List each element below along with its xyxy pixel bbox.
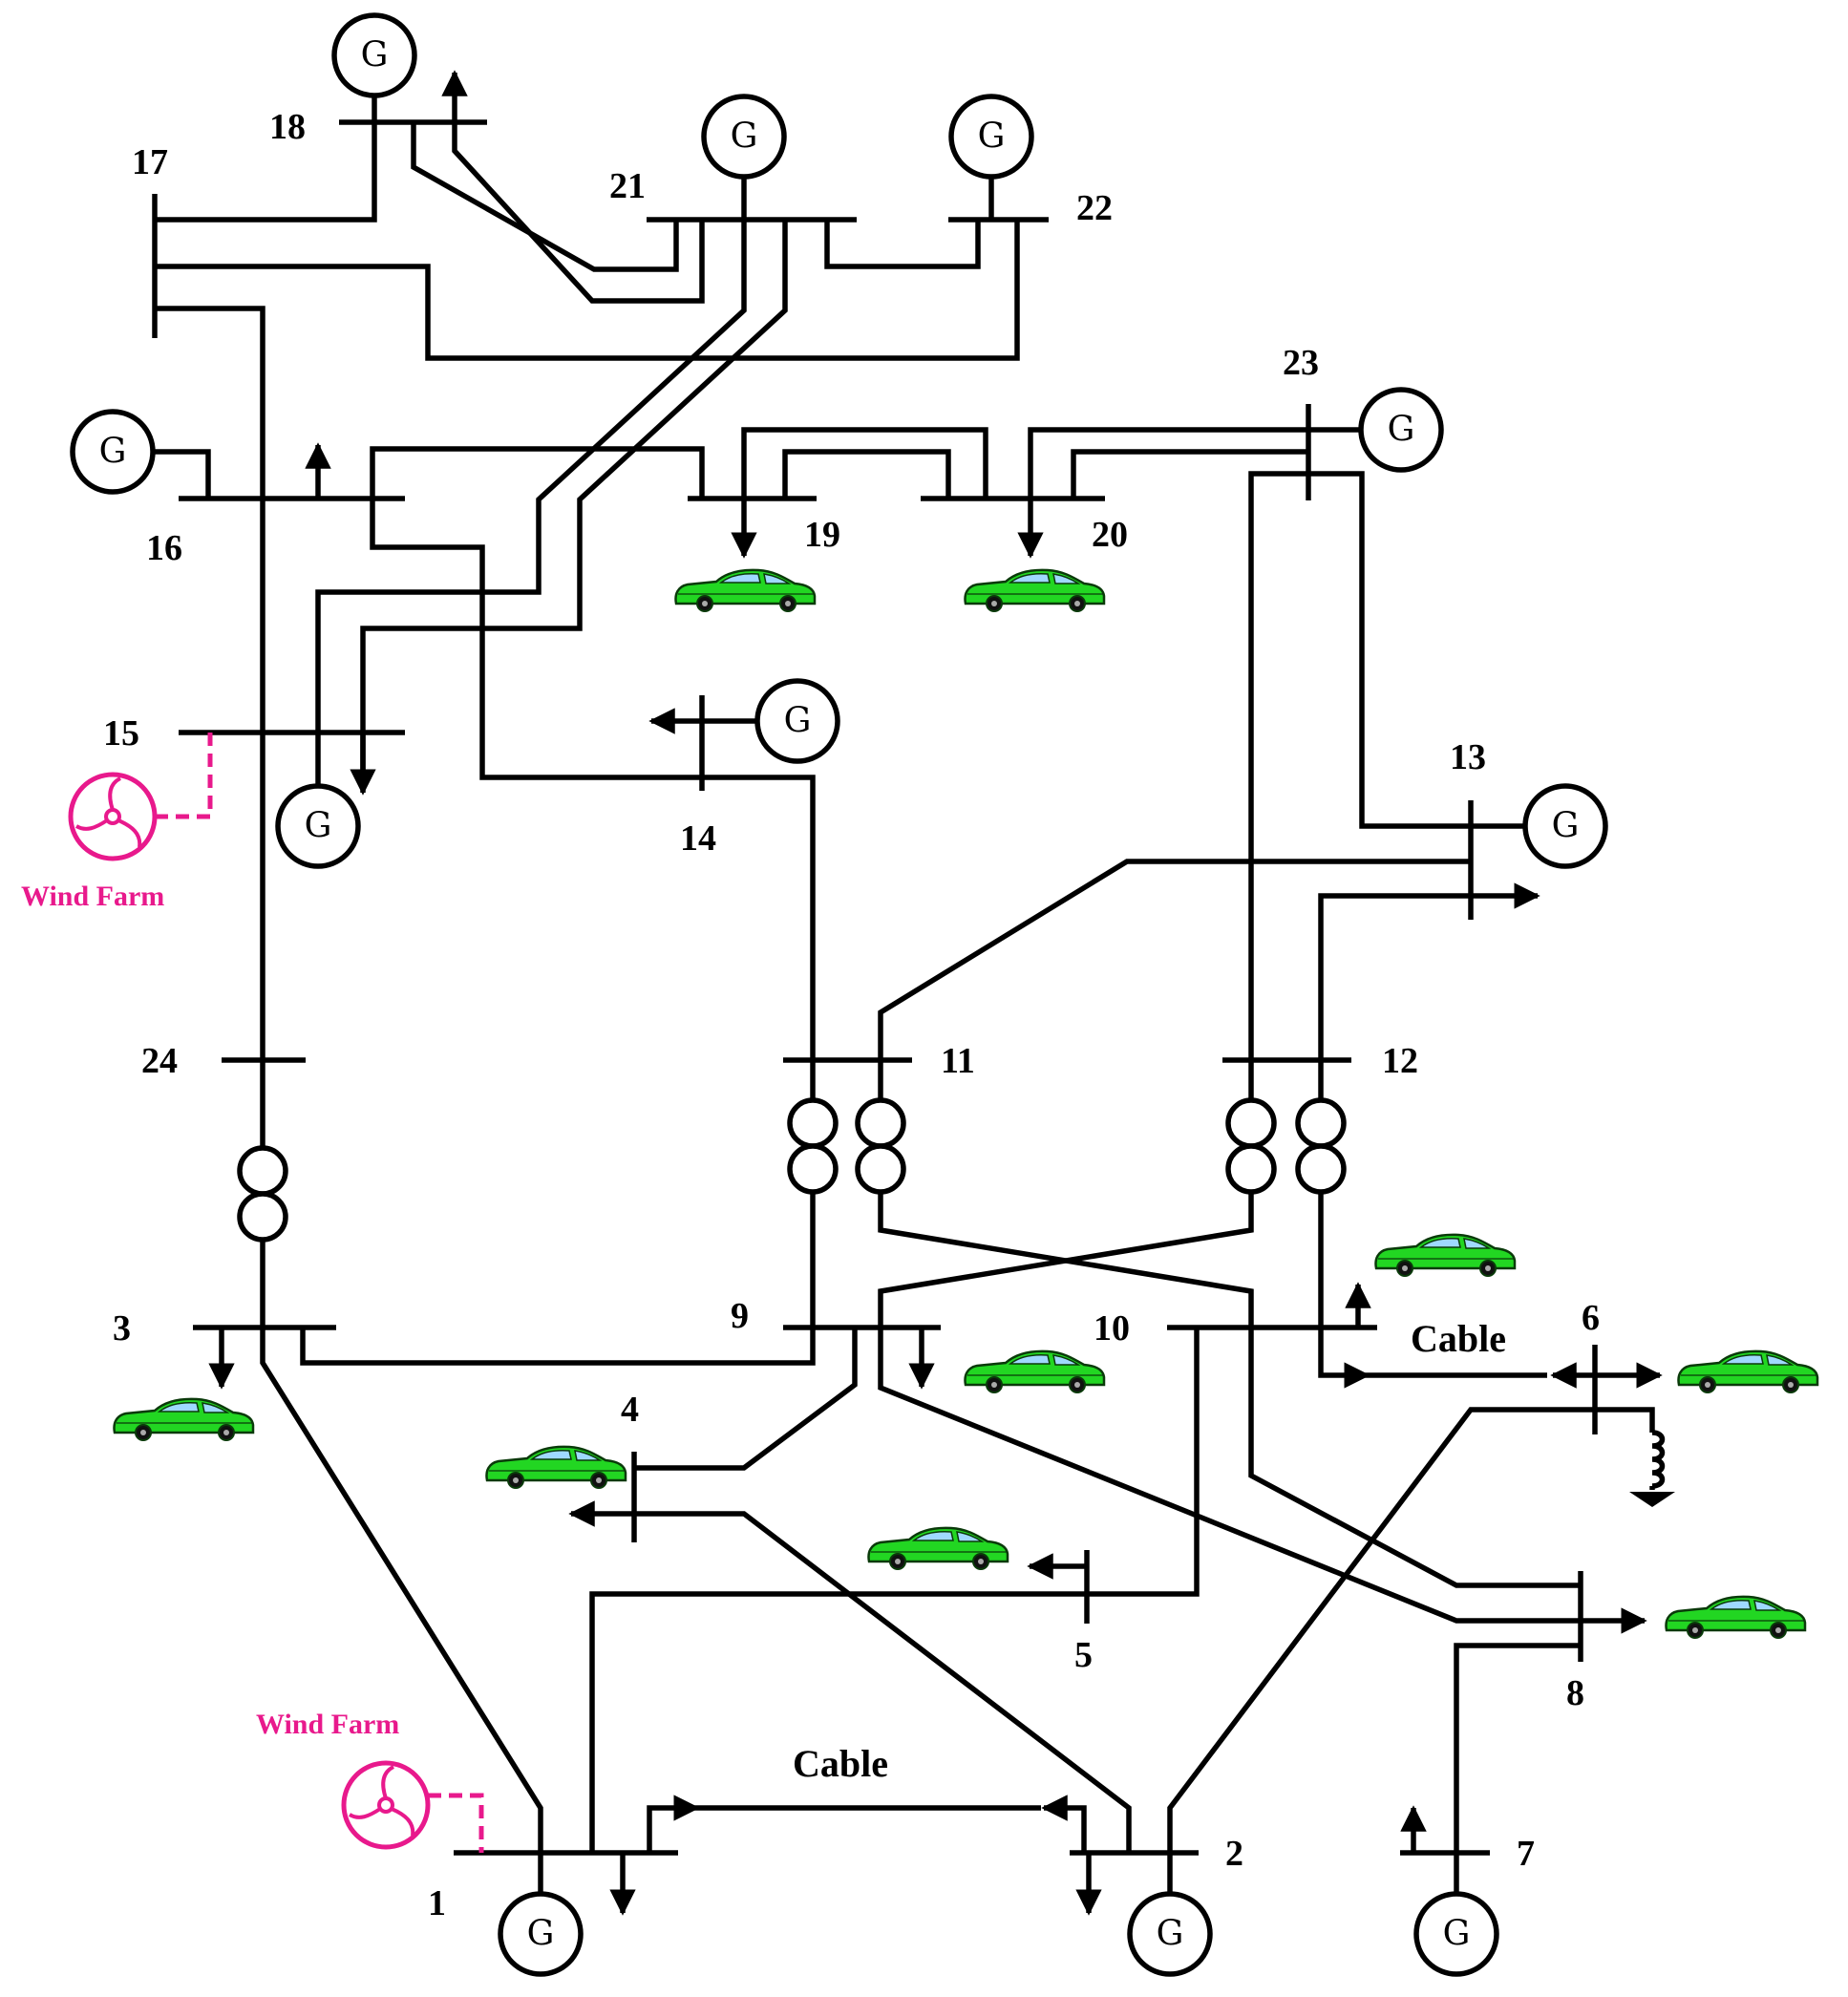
bus-label-20: 20 — [1092, 515, 1128, 555]
bus-label-23: 23 — [1283, 343, 1319, 383]
electric-vehicle-icon — [113, 1397, 255, 1442]
svg-text:G: G — [305, 807, 332, 846]
generator-icon: G — [498, 1853, 584, 1977]
electric-vehicle-icon — [964, 1349, 1106, 1394]
cable-label: Cable — [1411, 1317, 1506, 1360]
electric-vehicle-icon — [485, 1445, 627, 1490]
bus-label-18: 18 — [269, 107, 306, 147]
svg-text:G: G — [731, 117, 758, 157]
svg-text:G: G — [784, 702, 812, 741]
svg-text:G: G — [361, 36, 389, 75]
generator-icon: G — [948, 94, 1034, 220]
bus-label-9: 9 — [731, 1296, 749, 1336]
transformer-icon — [240, 1148, 286, 1240]
shunt-reactor-icon — [1595, 1407, 1675, 1507]
wind-turbine-icon — [344, 1763, 428, 1847]
generator-icon: G — [70, 409, 211, 499]
generator-icon: G — [1413, 1853, 1499, 1977]
svg-text:G: G — [1443, 1915, 1471, 1954]
load-arrows — [208, 70, 1663, 1916]
wind-farm-label: Wind Farm — [21, 881, 164, 912]
electric-vehicle-icon — [964, 568, 1106, 613]
generator-icon: G — [701, 94, 787, 220]
bus-labels: 1 2 3 4 5 6 7 8 9 10 11 12 13 14 15 16 1… — [103, 107, 1600, 1923]
transformer-icon — [858, 1100, 903, 1192]
generator-icon: G — [275, 783, 361, 869]
svg-text:G: G — [527, 1915, 555, 1954]
bus-label-1: 1 — [428, 1883, 446, 1923]
electric-vehicle-icon — [674, 568, 817, 613]
bus-label-10: 10 — [1094, 1308, 1130, 1349]
generator-icon: G — [1127, 1853, 1213, 1977]
cable-label: Cable — [793, 1742, 888, 1785]
wind-farm-15: Wind Farm — [21, 733, 213, 912]
wind-turbine-icon — [71, 775, 155, 859]
svg-text:G: G — [99, 433, 127, 472]
generator-icon: G — [1308, 387, 1444, 473]
svg-text:G: G — [1388, 411, 1415, 450]
bus-label-21: 21 — [609, 166, 646, 206]
bus-label-5: 5 — [1074, 1635, 1093, 1675]
transformer-icon — [1298, 1100, 1344, 1192]
bus-label-3: 3 — [113, 1308, 131, 1349]
bus-label-13: 13 — [1450, 737, 1486, 777]
electric-vehicle-icon — [1374, 1233, 1517, 1278]
bus-label-19: 19 — [804, 515, 840, 555]
bus-bars — [152, 119, 1598, 1856]
electric-vehicle-icon — [1677, 1349, 1819, 1394]
svg-text:G: G — [978, 117, 1006, 157]
generator-icon: G — [1471, 783, 1608, 869]
bus-label-24: 24 — [141, 1041, 178, 1081]
electric-vehicle-icon — [867, 1526, 1009, 1571]
transformer-icon — [790, 1100, 836, 1192]
transformers — [240, 1100, 1344, 1240]
bus-label-11: 11 — [941, 1041, 975, 1081]
bus-label-15: 15 — [103, 713, 139, 754]
generator-icon: G — [331, 12, 417, 122]
bus-label-14: 14 — [680, 818, 716, 859]
wind-farm-1: Wind Farm — [256, 1709, 484, 1853]
svg-text:G: G — [1552, 807, 1580, 846]
generators: G G G G G G G — [70, 12, 1608, 1977]
bus-label-12: 12 — [1382, 1041, 1418, 1081]
bus-label-2: 2 — [1225, 1834, 1243, 1874]
transformer-icon — [1228, 1100, 1274, 1192]
electric-vehicle-icon — [1665, 1595, 1807, 1640]
transmission-lines — [155, 122, 1595, 1853]
bus-label-16: 16 — [146, 528, 182, 568]
wind-farm-label: Wind Farm — [256, 1709, 399, 1740]
svg-text:G: G — [1157, 1915, 1184, 1954]
bus-label-8: 8 — [1566, 1673, 1584, 1713]
bus-label-6: 6 — [1582, 1298, 1600, 1338]
bus-label-7: 7 — [1517, 1834, 1535, 1874]
wind-farms: Wind Farm Wind Farm — [21, 733, 484, 1853]
generator-icon: G — [702, 678, 840, 764]
bus-label-4: 4 — [621, 1390, 639, 1430]
bus-label-22: 22 — [1076, 188, 1113, 228]
bus-label-17: 17 — [132, 142, 168, 182]
